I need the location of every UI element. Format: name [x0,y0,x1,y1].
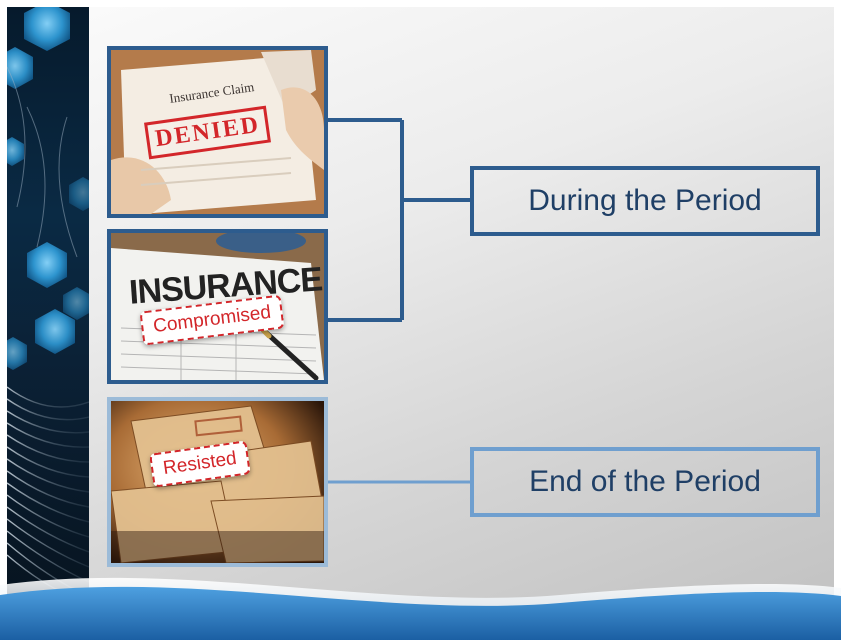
label-end-of-the-period: End of the Period [470,447,820,517]
photo-insurance-compromised: INSURANCE Compromised [107,229,328,384]
bottom-wave-band [0,577,841,640]
bokeh-hexagons-graphic [7,7,89,597]
photo-insurance-claim-denied: Insurance Claim DENIED [107,46,328,218]
photo-envelopes-resisted: Resisted [107,397,328,567]
label-during-the-period: During the Period [470,166,820,236]
decorative-fiber-strip [7,7,89,597]
